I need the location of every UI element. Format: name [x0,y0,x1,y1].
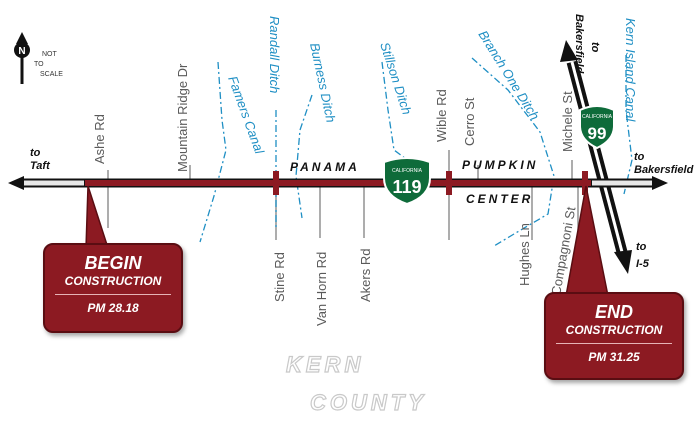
to-taft-1: to [30,147,41,159]
road-label-wible: Wible Rd [434,89,449,142]
scale-note-1: NOT [42,51,58,58]
kern-island-canal-line [623,55,633,195]
canal-label-stillson: Stillson Ditch [377,40,414,116]
begin-callout-pointer [85,185,110,249]
road-label-ashe: Ashe Rd [92,114,107,164]
sr99-shield-number: 99 [588,124,607,143]
sr99-shield-state: CALIFORNIA [582,114,613,120]
road-label-hughes: Hughes Ln [517,223,532,286]
road-label-akers: Akers Rd [358,249,373,302]
burness-ditch-line [295,94,313,219]
canal-label-famers: Famers Canal [225,74,267,157]
to-taft-2: Taft [30,160,51,172]
sr119-shield-state: CALIFORNIA [392,168,423,174]
begin-divider [55,294,171,295]
county-label-line-1: KERN [286,352,364,377]
end-divider [556,343,672,344]
road-label-michele: Michele St [560,91,575,152]
road-label-mountain-ridge: Mountain Ridge Dr [175,63,190,172]
to-bakersfield-east-1: to [634,151,645,163]
sr99-shield-icon: CALIFORNIA 99 [579,105,615,150]
north-arrow-icon: N [14,32,30,84]
canal-label-randall: Randall Ditch [267,16,282,93]
road-label-stine: Stine Rd [272,252,287,302]
branch-one-ditch-line [471,57,555,247]
to-bakersfield-north-1: to [589,42,601,53]
county-label-line-2: COUNTY [310,390,427,415]
road-label-van-horn: Van Horn Rd [314,252,329,326]
end-subtitle: CONSTRUCTION [565,323,663,337]
place-pumpkin: PUMPKIN [462,158,538,172]
end-construction-callout: END CONSTRUCTION PM 31.25 [544,292,684,380]
end-postmile: PM 31.25 [588,350,640,364]
scale-note-2: TO [34,61,44,68]
to-bakersfield-north-2: Bakersfield [573,14,585,74]
place-panama: PANAMA [290,160,360,174]
sr119-shield-icon: CALIFORNIA 119 [383,157,431,206]
sr119-shield-number: 119 [392,177,421,197]
canal-label-burness: Burness Ditch [307,42,338,124]
canal-label-branch-one: Branch One Ditch [475,28,542,123]
sr99-freeway [560,40,632,274]
to-i5-1: to [636,241,647,253]
begin-construction-callout: BEGIN CONSTRUCTION PM 28.18 [43,243,183,333]
to-i5-2: I-5 [636,258,650,270]
begin-postmile: PM 28.18 [87,301,139,315]
famers-canal-line [199,61,227,243]
begin-title: BEGIN [84,253,142,273]
scale-note-3: SCALE [40,71,63,78]
begin-subtitle: CONSTRUCTION [64,274,162,288]
sr119-highway [8,171,668,195]
to-bakersfield-east-2: Bakersfield [634,164,694,176]
north-letter: N [18,46,25,57]
end-title: END [594,302,633,322]
place-center: CENTER [466,192,533,206]
canal-label-kern-island: Kern Island Canal [623,18,638,122]
road-label-cerro: Cerro St [462,97,477,146]
